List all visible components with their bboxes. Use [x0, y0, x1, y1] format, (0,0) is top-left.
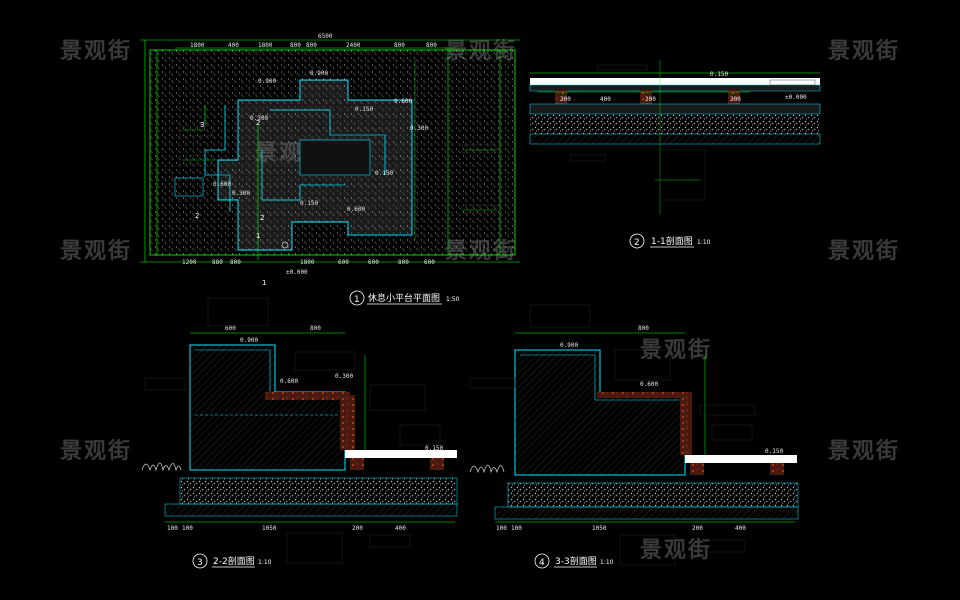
svg-text:0.600: 0.600 [213, 181, 231, 188]
svg-text:2-2剖面图: 2-2剖面图 [213, 555, 255, 567]
svg-text:2: 2 [256, 119, 260, 127]
svg-text:0.900: 0.900 [258, 78, 276, 85]
svg-text:2: 2 [260, 214, 264, 222]
svg-text:4: 4 [539, 558, 545, 568]
svg-text:0.900: 0.900 [560, 342, 578, 349]
svg-text:0.300: 0.300 [250, 115, 268, 122]
svg-text:800: 800 [310, 325, 321, 332]
svg-text:800: 800 [306, 42, 317, 49]
watermark: 景观街 [60, 438, 132, 464]
svg-text:100: 100 [496, 525, 507, 532]
svg-text:2: 2 [195, 212, 199, 220]
svg-text:800: 800 [230, 259, 241, 266]
deck-surface [530, 78, 820, 85]
svg-text:600: 600 [424, 259, 435, 266]
svg-text:0.600: 0.600 [640, 381, 658, 388]
seat-block [189, 344, 346, 471]
plan-overall-dim: 6500 [318, 33, 333, 40]
svg-text:1: 1 [262, 279, 266, 287]
svg-text:1: 1 [354, 295, 360, 305]
svg-text:1:50: 1:50 [446, 296, 460, 303]
section-2-view: 100 100 1050 200 400 600 800 0.900 0.600… [141, 297, 458, 569]
svg-text:200: 200 [560, 96, 571, 103]
section-1-view: 200 400 200 200 0.150 ±0.000 2 1-1剖面图 1:… [529, 60, 821, 249]
svg-text:3-3剖面图: 3-3剖面图 [555, 555, 597, 567]
svg-text:±0.000: ±0.000 [286, 269, 308, 276]
watermark: 景观街 [60, 238, 132, 264]
svg-text:0.150: 0.150 [425, 445, 443, 452]
svg-text:3: 3 [200, 121, 204, 129]
svg-text:0.150: 0.150 [765, 448, 783, 455]
svg-text:休息小平台平面图: 休息小平台平面图 [368, 292, 440, 304]
watermark: 景观街 [828, 438, 900, 464]
svg-text:0.900: 0.900 [240, 337, 258, 344]
svg-text:0.300: 0.300 [410, 125, 428, 132]
svg-text:0.150: 0.150 [710, 71, 728, 78]
svg-text:0.300: 0.300 [232, 190, 250, 197]
svg-text:1050: 1050 [262, 525, 277, 532]
svg-text:0.600: 0.600 [280, 378, 298, 385]
svg-text:0.600: 0.600 [347, 206, 365, 213]
backrest-block [514, 349, 686, 476]
section-2-base [179, 477, 458, 505]
section-1-title: 2 1-1剖面图 1:10 [629, 233, 711, 249]
svg-text:±0.000: ±0.000 [785, 94, 807, 101]
svg-text:0.900: 0.900 [310, 70, 328, 77]
svg-text:800: 800 [638, 325, 649, 332]
svg-text:1:10: 1:10 [600, 559, 614, 566]
section-3-base [507, 482, 799, 508]
svg-text:1:10: 1:10 [697, 239, 711, 246]
svg-text:400: 400 [228, 42, 239, 49]
svg-text:600: 600 [338, 259, 349, 266]
svg-text:1:10: 1:10 [258, 559, 272, 566]
svg-text:1: 1 [256, 232, 260, 240]
section-3-view: 100 100 1050 200 400 800 0.900 0.600 0.1… [469, 304, 799, 569]
svg-text:0.150: 0.150 [355, 106, 373, 113]
plan-title: 1 休息小平台平面图 1:50 [349, 290, 460, 306]
svg-text:800: 800 [398, 259, 409, 266]
svg-text:0.150: 0.150 [375, 170, 393, 177]
gravel-base [530, 114, 820, 134]
svg-text:1800: 1800 [258, 42, 273, 49]
watermark: 景观街 [60, 38, 132, 64]
svg-text:800: 800 [394, 42, 405, 49]
watermark: 景观街 [828, 238, 900, 264]
svg-text:0.150: 0.150 [300, 200, 318, 207]
svg-text:1200: 1200 [182, 259, 197, 266]
svg-text:600: 600 [368, 259, 379, 266]
watermark: 景观街 [640, 537, 712, 563]
svg-text:2: 2 [634, 238, 640, 248]
svg-text:100: 100 [182, 525, 193, 532]
svg-text:800: 800 [426, 42, 437, 49]
svg-text:100: 100 [511, 525, 522, 532]
svg-text:200: 200 [645, 96, 656, 103]
plan-view: 6500 1800 400 1800 800 800 2400 800 800 … [140, 33, 520, 306]
section-2-title: 3 2-2剖面图 1:10 [192, 553, 272, 569]
svg-text:200: 200 [692, 525, 703, 532]
svg-text:800: 800 [290, 42, 301, 49]
svg-text:400: 400 [735, 525, 746, 532]
svg-text:0.600: 0.600 [394, 98, 412, 105]
svg-text:2400: 2400 [346, 42, 361, 49]
svg-text:1800: 1800 [190, 42, 205, 49]
section-3-title: 4 3-3剖面图 1:10 [534, 553, 614, 569]
svg-text:3: 3 [197, 558, 203, 568]
svg-text:100: 100 [167, 525, 178, 532]
svg-text:400: 400 [600, 96, 611, 103]
svg-text:880: 880 [212, 259, 223, 266]
svg-text:1-1剖面图: 1-1剖面图 [651, 235, 693, 247]
svg-text:200: 200 [730, 96, 741, 103]
svg-text:600: 600 [225, 325, 236, 332]
svg-text:1050: 1050 [592, 525, 607, 532]
svg-text:200: 200 [352, 525, 363, 532]
svg-text:400: 400 [395, 525, 406, 532]
svg-text:0.300: 0.300 [335, 373, 353, 380]
watermark: 景观街 [828, 38, 900, 64]
svg-text:1800: 1800 [300, 259, 315, 266]
